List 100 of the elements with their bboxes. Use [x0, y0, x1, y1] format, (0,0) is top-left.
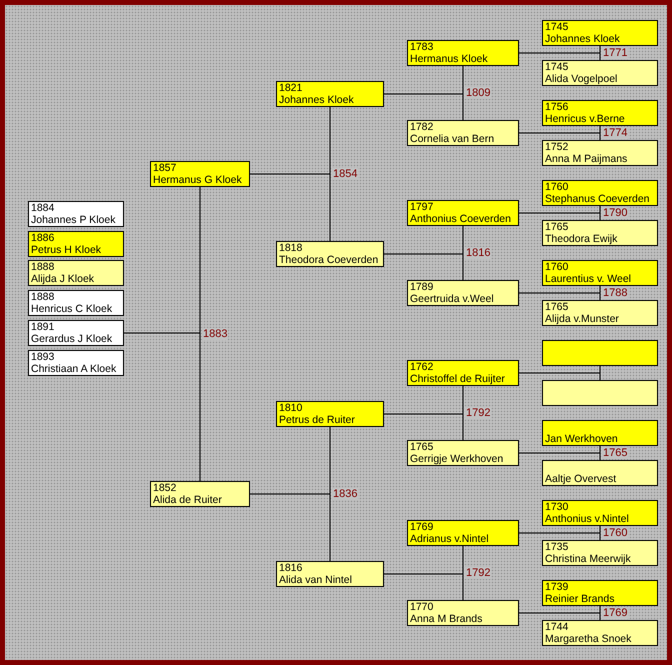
birth-year: 1888: [31, 291, 54, 303]
edge-label: 1854: [332, 168, 358, 180]
person-box: [542, 620, 658, 646]
person-name: Alijda v.Munster: [545, 313, 619, 325]
person-name: Johannes Kloek: [545, 33, 620, 45]
birth-year: 1884: [31, 202, 54, 214]
edge-label: 1774: [602, 127, 628, 139]
person-box: [150, 481, 250, 507]
person-box: [542, 580, 658, 606]
birth-year: 1816: [279, 562, 302, 574]
person-box: [28, 350, 124, 376]
edge-label: 1809: [465, 87, 492, 99]
connector-line: [518, 372, 600, 380]
connector-line: [518, 612, 600, 620]
person-box: [407, 600, 519, 626]
person-name: Christiaan A Kloek: [31, 363, 116, 375]
person-box: [407, 440, 519, 466]
person-name: Cornelia van Bern: [410, 133, 494, 145]
connector-line: [518, 132, 600, 140]
person-name: Margaretha Snoek: [545, 633, 632, 645]
birth-year: 1789: [410, 281, 434, 293]
person-name: Henricus v.Berne: [545, 113, 625, 125]
person-name: Alida Vogelpoel: [545, 73, 618, 85]
birth-year: 1797: [410, 201, 434, 213]
person-name: Hermanus Kloek: [410, 53, 488, 65]
edge-label: 1788: [602, 287, 628, 299]
person-box: [276, 81, 384, 107]
connector-line: [518, 212, 600, 220]
person-name: Christina Meerwijk: [545, 553, 631, 565]
person-box: [407, 280, 519, 306]
birth-year: 1739: [545, 581, 568, 593]
person-box: [542, 140, 658, 166]
person-name: Anthonius Coeverden: [410, 213, 511, 225]
person-box: [542, 460, 658, 486]
connector-line: [384, 414, 464, 440]
birth-year: 1765: [545, 301, 568, 313]
birth-year: 1730: [545, 501, 568, 513]
person-name: Anna M Paijmans: [545, 153, 628, 165]
edge-label: 1792: [465, 567, 492, 579]
person-box: [542, 60, 658, 86]
person-box: [407, 520, 519, 546]
person-box: [407, 40, 519, 66]
person-name: Johannes Kloek: [279, 94, 354, 106]
edge-label: 1883: [202, 328, 228, 340]
birth-year: 1744: [545, 621, 568, 633]
birth-year: 1765: [545, 221, 568, 233]
birth-year: 1821: [279, 82, 302, 94]
person-name: Anthonius v.Nintel: [545, 513, 629, 525]
person-name: Petrus H Kloek: [31, 244, 102, 256]
person-box: [150, 161, 250, 187]
edge-label: 1792: [465, 407, 492, 419]
person-box: [542, 100, 658, 126]
birth-year: 1893: [31, 351, 54, 363]
birth-year: 1888: [31, 261, 54, 273]
edge-label: 1816: [465, 247, 492, 259]
connector-line: [518, 52, 600, 60]
person-box: [28, 201, 124, 227]
edge-label: 1836: [332, 488, 358, 500]
person-box: [542, 340, 658, 366]
birth-year: 1782: [410, 121, 434, 133]
birth-year: 1762: [410, 361, 434, 373]
person-name: Gerrigje Werkhoven: [410, 453, 504, 465]
birth-year: 1852: [153, 482, 176, 494]
person-box: [276, 401, 384, 427]
person-box: [276, 561, 384, 587]
person-name: Hermanus G Kloek: [153, 174, 242, 186]
person-name: Reinier Brands: [545, 593, 614, 605]
person-box: [542, 180, 658, 206]
birth-year: 1760: [545, 261, 568, 273]
person-box: [542, 500, 658, 526]
person-box: [407, 200, 519, 226]
birth-year: 1810: [279, 402, 302, 414]
person-name: Henricus C Kloek: [31, 303, 112, 315]
birth-year: 1783: [410, 41, 434, 53]
connector-line: [124, 332, 200, 482]
birth-year: 1818: [279, 242, 302, 254]
person-name: Stephanus Coeverden: [545, 193, 650, 205]
person-name: Alida de Ruiter: [153, 494, 222, 506]
person-name: Laurentius v. Weel: [545, 273, 631, 285]
birth-year: 1770: [410, 601, 434, 613]
birth-year: 1769: [410, 521, 434, 533]
person-name: Gerardus J Kloek: [31, 333, 112, 345]
person-box: [542, 260, 658, 286]
person-box: [542, 420, 658, 446]
edge-label: 1790: [602, 207, 628, 219]
person-name: Johannes P Kloek: [31, 214, 116, 226]
birth-year: 1745: [545, 21, 568, 33]
edge-label: 1769: [602, 607, 628, 619]
person-box: [542, 380, 658, 406]
birth-year: 1745: [545, 61, 568, 73]
person-name: Anna M Brands: [410, 613, 482, 625]
person-name: Alijda J Kloek: [31, 273, 94, 285]
person-box: [28, 290, 124, 316]
birth-year: 1886: [31, 232, 54, 244]
birth-year: 1735: [545, 541, 568, 553]
connector-line: [384, 574, 464, 600]
person-name: Christoffel de Ruijter: [410, 373, 505, 385]
person-name: Geertruida v.Weel: [410, 293, 494, 305]
person-name: Theodora Ewijk: [545, 233, 618, 245]
birth-year: 1857: [153, 162, 176, 174]
